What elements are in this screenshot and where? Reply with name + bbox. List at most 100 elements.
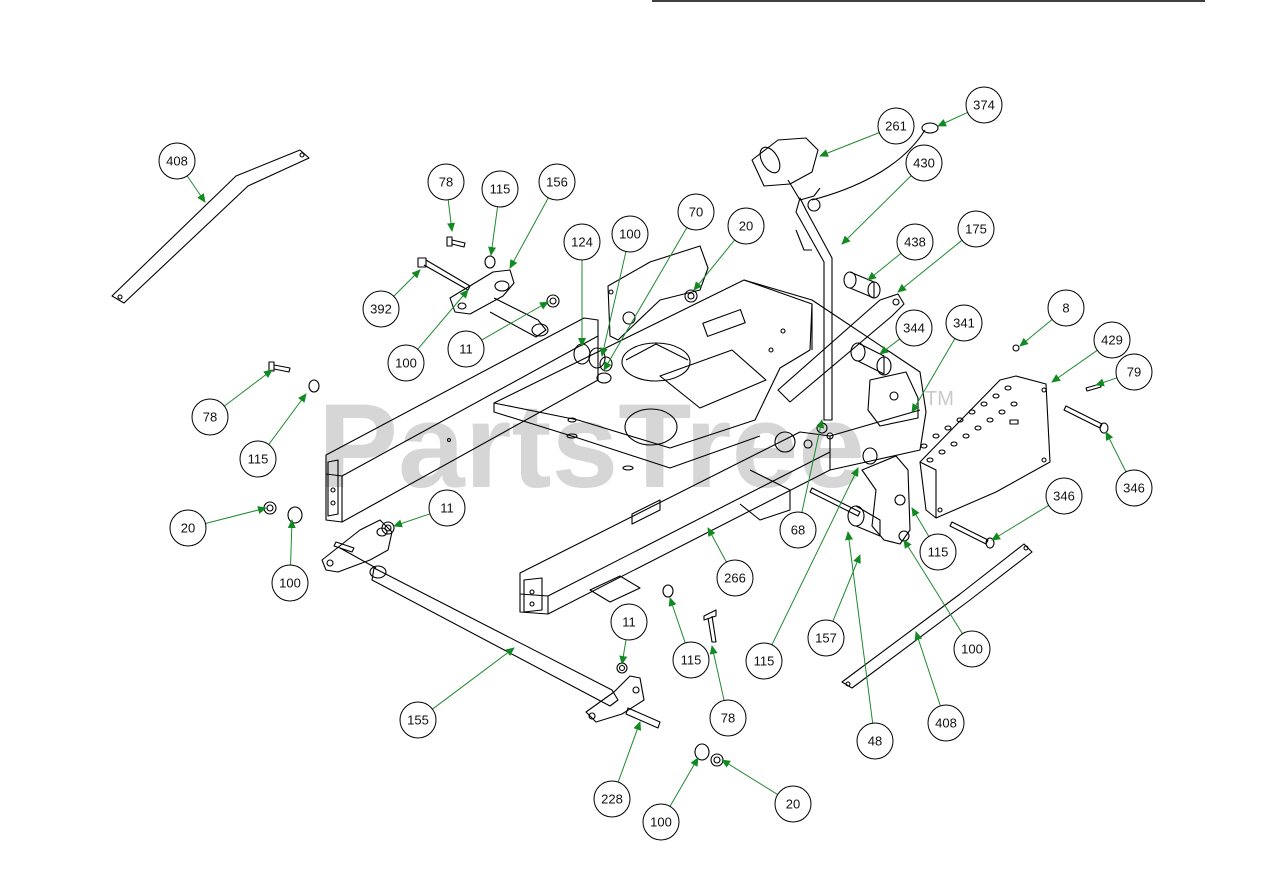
callout-label: 115 (248, 452, 269, 467)
callout-20[interactable]: 20 (169, 509, 207, 547)
callout-78[interactable]: 78 (191, 398, 229, 436)
callout-circle (896, 223, 934, 261)
callout-341[interactable]: 341 (945, 304, 983, 342)
callout-20[interactable]: 20 (774, 785, 812, 823)
callout-228[interactable]: 228 (593, 780, 631, 818)
callout-circle (957, 210, 995, 248)
callout-68[interactable]: 68 (779, 511, 817, 549)
callout-label: 20 (739, 219, 753, 234)
callout-circle (642, 803, 680, 841)
callout-79[interactable]: 79 (1115, 353, 1153, 391)
callout-157[interactable]: 157 (807, 619, 845, 657)
callout-155[interactable]: 155 (399, 701, 437, 739)
part-408-left-bar (111, 149, 310, 304)
callout-78[interactable]: 78 (709, 699, 747, 737)
leader-line-228 (617, 721, 642, 783)
callout-11[interactable]: 11 (610, 603, 648, 641)
leader-line-70 (603, 227, 688, 371)
callout-408[interactable]: 408 (158, 142, 196, 180)
callout-124[interactable]: 124 (563, 223, 601, 261)
callout-430[interactable]: 430 (905, 144, 943, 182)
callout-label: 346 (1053, 489, 1075, 504)
callout-circle (745, 642, 783, 680)
callout-115[interactable]: 115 (919, 533, 957, 571)
callout-156[interactable]: 156 (538, 163, 576, 201)
callout-115[interactable]: 115 (239, 440, 277, 478)
callout-8[interactable]: 8 (1047, 289, 1085, 327)
frame-left-bracket (607, 245, 709, 341)
callout-408[interactable]: 408 (927, 704, 965, 742)
leader-line-392 (393, 269, 421, 297)
callout-175[interactable]: 175 (957, 210, 995, 248)
callout-circle (191, 398, 229, 436)
callout-label: 408 (166, 154, 188, 169)
callout-label: 78 (203, 410, 217, 425)
callout-label: 100 (961, 642, 983, 657)
callout-label: 100 (395, 356, 417, 371)
callout-circle (672, 641, 710, 679)
leader-line-155 (432, 647, 515, 710)
callout-48[interactable]: 48 (856, 722, 894, 760)
callout-115[interactable]: 115 (672, 641, 710, 679)
callout-266[interactable]: 266 (716, 559, 754, 597)
part-79-pin (1085, 383, 1102, 392)
callout-circle (447, 330, 485, 368)
callout-115[interactable]: 115 (481, 170, 519, 208)
callout-374[interactable]: 374 (965, 86, 1003, 124)
leader-line-175 (897, 239, 963, 293)
callout-circle (1115, 469, 1153, 507)
leader-line-266 (707, 527, 727, 563)
callout-20[interactable]: 20 (727, 207, 765, 245)
part-20-nut-top (684, 289, 698, 303)
part-115-washer-top (484, 255, 496, 269)
callout-label: 11 (622, 615, 636, 630)
part-156-bracket (449, 269, 549, 338)
callout-346[interactable]: 346 (1045, 477, 1083, 515)
callout-100[interactable]: 100 (611, 215, 649, 253)
callout-label: 346 (1123, 481, 1145, 496)
callout-label: 175 (965, 222, 987, 237)
callout-78[interactable]: 78 (427, 163, 465, 201)
callout-100[interactable]: 100 (642, 803, 680, 841)
callout-label: 261 (885, 119, 907, 134)
part-430-lever (795, 197, 833, 421)
part-155-shaft (339, 547, 619, 707)
leader-line-78 (447, 199, 455, 232)
callout-label: 374 (973, 98, 995, 113)
part-374-cable (811, 122, 939, 201)
part-429-pedal-plate (919, 375, 1051, 519)
callout-circle (953, 630, 991, 668)
callout-label: 429 (1101, 333, 1123, 348)
callout-70[interactable]: 70 (677, 193, 715, 231)
callout-label: 78 (721, 711, 735, 726)
watermark: PartsTree TM (318, 379, 954, 513)
part-11-nut-bottom (616, 662, 628, 674)
callout-346[interactable]: 346 (1115, 469, 1153, 507)
callout-100[interactable]: 100 (953, 630, 991, 668)
callout-100[interactable]: 100 (387, 344, 425, 382)
callout-label: 48 (868, 734, 882, 749)
callout-11[interactable]: 11 (447, 330, 485, 368)
callout-label: 8 (1062, 301, 1069, 316)
callout-429[interactable]: 429 (1093, 321, 1131, 359)
callout-100[interactable]: 100 (271, 564, 309, 602)
callout-circle (779, 511, 817, 549)
leader-line-11 (619, 639, 628, 665)
part-408-right-bar (841, 543, 1033, 689)
part-11-nut-left (381, 521, 395, 535)
callout-circle (1047, 289, 1085, 327)
callout-392[interactable]: 392 (362, 290, 400, 328)
leader-line-430 (841, 175, 912, 245)
callout-circle (239, 440, 277, 478)
callout-circle (1045, 477, 1083, 515)
callout-344[interactable]: 344 (895, 309, 933, 347)
part-124-bushing (573, 343, 613, 384)
callout-11[interactable]: 11 (428, 489, 466, 527)
callout-circle (927, 704, 965, 742)
callout-261[interactable]: 261 (877, 107, 915, 145)
callout-438[interactable]: 438 (896, 223, 934, 261)
callout-label: 20 (786, 797, 800, 812)
callout-115[interactable]: 115 (745, 642, 783, 680)
callout-label: 438 (904, 235, 926, 250)
